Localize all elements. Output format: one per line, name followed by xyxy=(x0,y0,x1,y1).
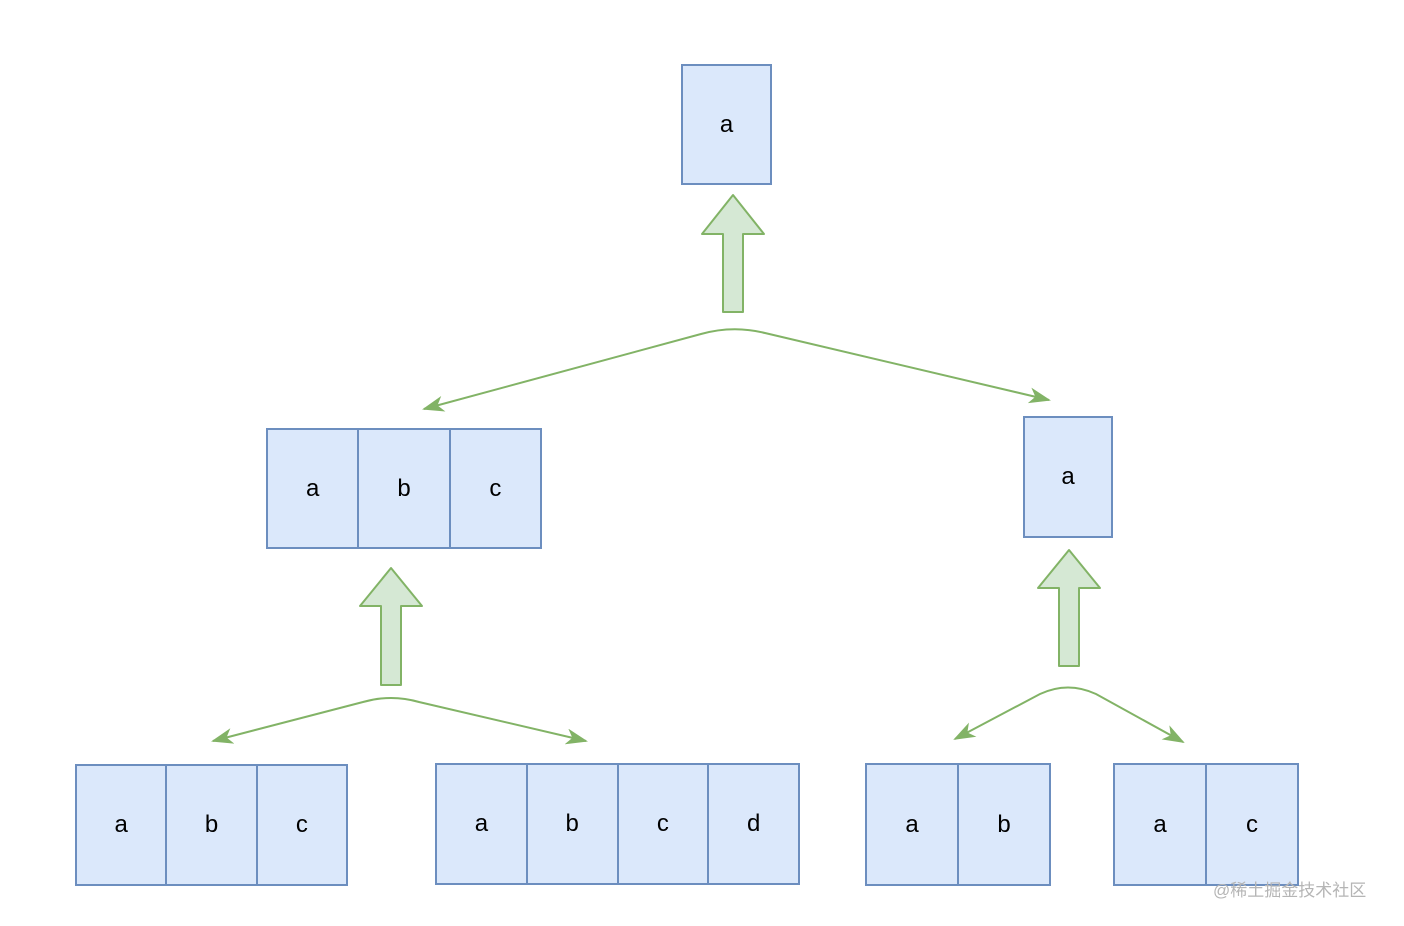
node-child-left-cell-c: c xyxy=(489,474,502,502)
block-arrow-up-left-child xyxy=(359,567,423,686)
node-grandchild-right-1-cell-b: b xyxy=(997,810,1011,838)
juejin-watermark: @稀土掘金技术社区 xyxy=(1213,881,1367,900)
node-grandchild-right-2-cell-c: c xyxy=(1246,810,1258,838)
node-grandchild-left-1: a b c xyxy=(75,764,348,886)
connector-root-to-children xyxy=(422,328,1051,412)
node-grandchild-left-2-cell-b: b xyxy=(528,765,619,883)
node-child-left-cell-a: a xyxy=(268,430,360,547)
node-grandchild-left-2: a b c d xyxy=(435,763,800,885)
node-grandchild-right-2-cell-a: a xyxy=(1115,765,1207,884)
node-grandchild-right-2: a c xyxy=(1113,763,1299,886)
node-child-left: a b c xyxy=(266,428,542,549)
connector-right-child-to-grandchildren xyxy=(953,686,1185,743)
node-child-right-cell-a: a xyxy=(1061,463,1075,490)
node-grandchild-right-1-cell-a: a xyxy=(867,765,959,884)
node-grandchild-left-2-cell-d: d xyxy=(746,810,761,837)
block-arrow-up-right-child xyxy=(1037,549,1101,667)
node-child-left-cell-b: b xyxy=(359,430,451,547)
block-arrow-up-root xyxy=(701,194,765,313)
node-grandchild-left-1-cell-a: a xyxy=(77,766,168,884)
node-grandchild-left-2-cell-c: c xyxy=(619,765,710,883)
connector-left-child-to-grandchildren xyxy=(211,697,588,745)
node-grandchild-right-1: a b xyxy=(865,763,1051,886)
node-grandchild-left-1-cell-c: c xyxy=(295,811,308,838)
node-grandchild-left-2-cell-a: a xyxy=(437,765,528,883)
node-root-cell-a: a xyxy=(719,110,734,138)
node-grandchild-left-1-cell-b: b xyxy=(167,766,258,884)
node-child-right: a xyxy=(1023,416,1113,538)
node-root: a xyxy=(681,64,772,185)
